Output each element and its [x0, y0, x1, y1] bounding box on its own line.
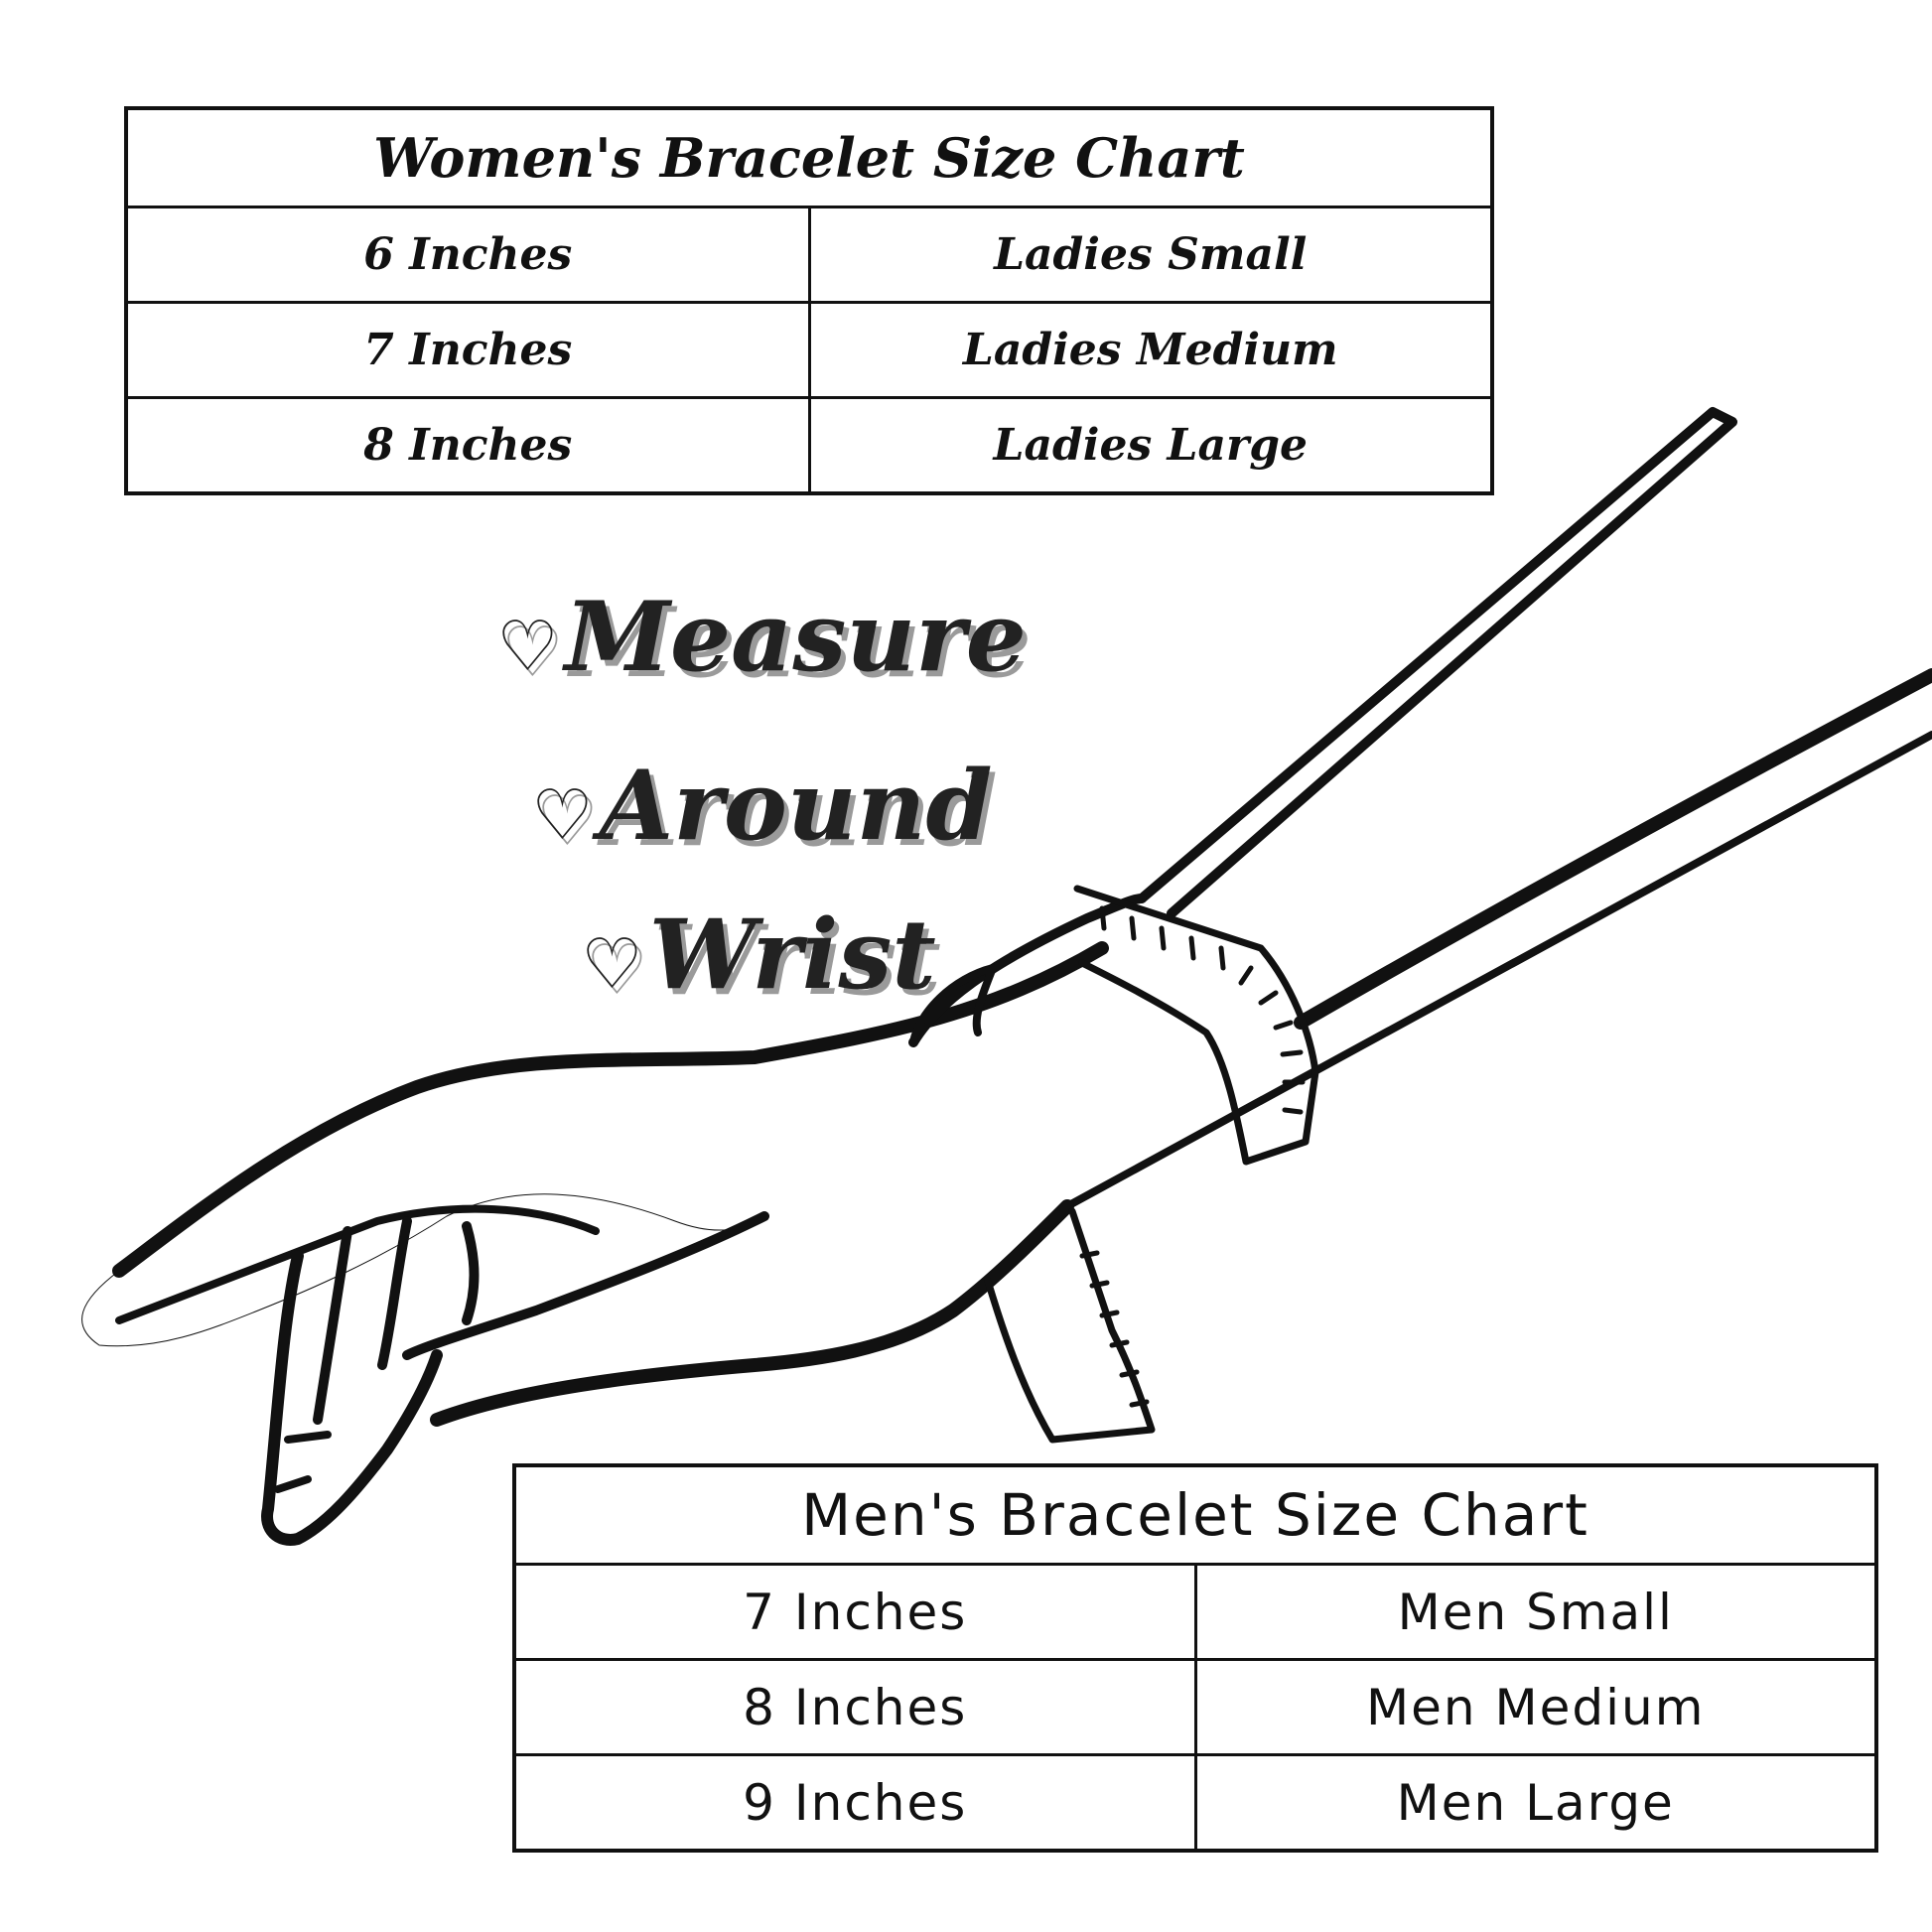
tape-ticks-upper [1099, 905, 1306, 1115]
instruction-word: Around [599, 750, 993, 862]
table-row: 8 Inches Ladies Large [124, 396, 1494, 495]
mens-chart-title: Men's Bracelet Size Chart [512, 1463, 1878, 1566]
tape-band-upper [1073, 885, 1319, 1166]
table-row: 8 Inches Men Medium [512, 1658, 1878, 1756]
hand-palm-inner [115, 1204, 600, 1324]
mens-size-chart: Men's Bracelet Size Chart 7 Inches Men S… [512, 1463, 1878, 1853]
curled-fingers-outline [261, 1250, 443, 1546]
heart-icon: ♡ [581, 922, 643, 1005]
heart-icon: ♡ [496, 605, 559, 687]
finger-divider-3 [462, 1221, 480, 1325]
label-cell: Men Medium [1193, 1658, 1878, 1756]
instruction-line-around: ♡Around [531, 750, 993, 862]
label-cell: Men Small [1193, 1563, 1878, 1661]
size-cell: 8 Inches [512, 1658, 1197, 1756]
heart-icon: ♡ [531, 773, 594, 856]
size-cell: 7 Inches [512, 1563, 1197, 1661]
instruction-word: Wrist [648, 898, 936, 1011]
lower-hand-contour [430, 1199, 1074, 1427]
label-cell: Ladies Large [807, 396, 1494, 495]
table-row: 7 Inches Ladies Medium [124, 301, 1494, 399]
size-cell: 8 Inches [124, 396, 811, 495]
label-cell: Men Large [1193, 1753, 1878, 1853]
index-finger [402, 1211, 769, 1360]
womens-chart-title: Women's Bracelet Size Chart [124, 106, 1494, 208]
table-row: 6 Inches Ladies Small [124, 206, 1494, 304]
tape-ticks-lower [1079, 1250, 1150, 1408]
table-row: 9 Inches Men Large [512, 1753, 1878, 1853]
thumb-nail [909, 964, 997, 1046]
tape-band-lower [984, 1207, 1156, 1444]
instruction-line-wrist: ♡Wrist [581, 898, 936, 1011]
forearm-lower-line [1063, 731, 1932, 1210]
hand-top-contour-thick [112, 941, 1109, 1278]
finger-divider-1 [313, 1226, 352, 1425]
tape-strap-upper [1137, 407, 1737, 918]
table-row: 7 Inches Men Small [512, 1563, 1878, 1661]
size-cell: 6 Inches [124, 206, 811, 304]
label-cell: Ladies Small [807, 206, 1494, 304]
size-cell: 7 Inches [124, 301, 811, 399]
instruction-word: Measure [564, 581, 1027, 693]
size-cell: 9 Inches [512, 1753, 1197, 1853]
label-cell: Ladies Medium [807, 301, 1494, 399]
fingertip-lines [274, 1431, 332, 1493]
womens-size-chart: Women's Bracelet Size Chart 6 Inches Lad… [124, 106, 1494, 495]
forearm-upper-line [1294, 668, 1932, 1030]
instruction-line-measure: ♡Measure [496, 581, 1027, 693]
finger-divider-2 [377, 1216, 412, 1370]
